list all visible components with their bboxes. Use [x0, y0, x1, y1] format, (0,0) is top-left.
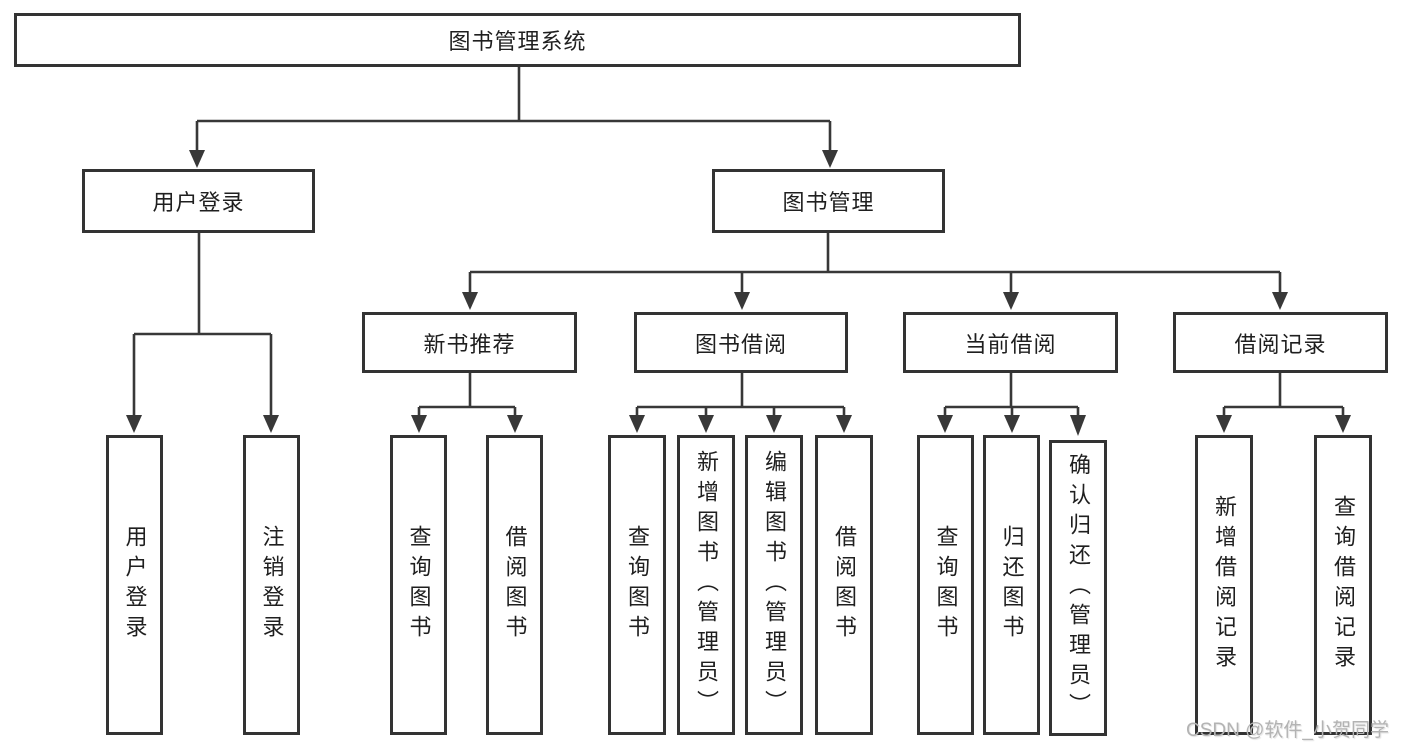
node-book-management: 图书管理	[712, 169, 945, 233]
leaf-confirm-return-admin: 确认归还（管理员）	[1049, 440, 1107, 736]
leaf-user-login: 用户登录	[106, 435, 163, 735]
leaf-return-books: 归还图书	[983, 435, 1040, 735]
leaf-query-borrow-record: 查询借阅记录	[1314, 435, 1372, 735]
leaf-edit-books-admin: 编辑图书（管理员）	[745, 435, 803, 735]
leaf-query-books-recommendation: 查询图书	[390, 435, 447, 735]
node-borrowing-records: 借阅记录	[1173, 312, 1388, 373]
leaf-query-books-current: 查询图书	[917, 435, 974, 735]
node-new-book-recommendation: 新书推荐	[362, 312, 577, 373]
node-book-borrowing: 图书借阅	[634, 312, 848, 373]
leaf-query-books-borrowing: 查询图书	[608, 435, 666, 735]
csdn-watermark: CSDN @软件_小贺同学	[1186, 720, 1389, 741]
leaf-add-books-admin: 新增图书（管理员）	[677, 435, 735, 735]
leaf-logout: 注销登录	[243, 435, 300, 735]
node-user-login: 用户登录	[82, 169, 315, 233]
node-current-borrowing: 当前借阅	[903, 312, 1118, 373]
leaf-borrow-books-recommendation: 借阅图书	[486, 435, 543, 735]
node-library-management-system: 图书管理系统	[14, 13, 1021, 67]
leaf-borrow-books: 借阅图书	[815, 435, 873, 735]
leaf-add-borrow-record: 新增借阅记录	[1195, 435, 1253, 735]
